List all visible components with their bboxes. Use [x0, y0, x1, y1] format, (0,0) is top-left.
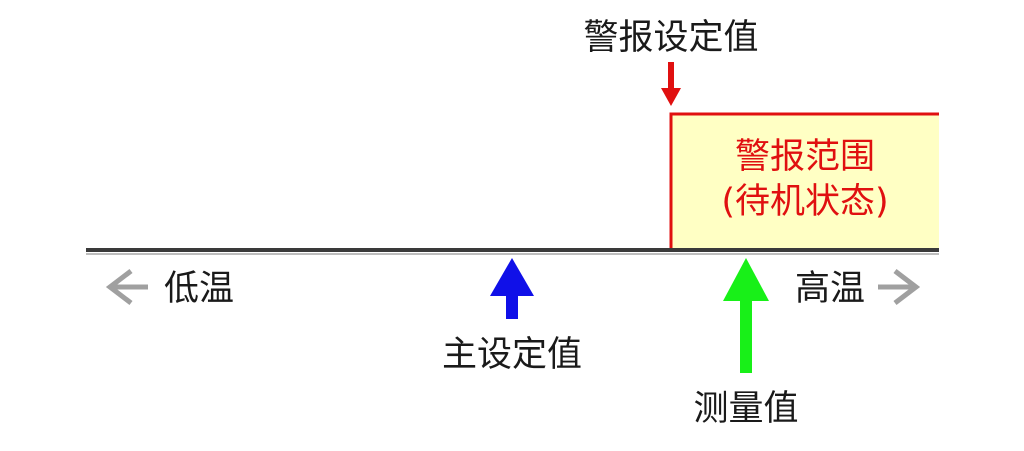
alarm-range-state-label: (待机状态) [721, 182, 888, 222]
measured-value-label: 测量值 [693, 389, 798, 429]
main-setpoint-label: 主设定值 [442, 335, 582, 375]
arrow-up-icon [490, 258, 534, 319]
high-temp-label: 高温 [795, 269, 865, 309]
low-temp-label: 低温 [164, 269, 234, 309]
arrow-left-icon [105, 269, 148, 305]
arrow-up-icon [723, 258, 769, 373]
arrow-down-icon [661, 62, 681, 106]
arrow-right-icon [878, 269, 921, 305]
alarm-range-label: 警报范围 [735, 137, 875, 177]
alarm-range-zone [671, 114, 939, 248]
alarm-range-border [669, 112, 939, 250]
alarm-setpoint-label: 警报设定值 [583, 18, 758, 58]
